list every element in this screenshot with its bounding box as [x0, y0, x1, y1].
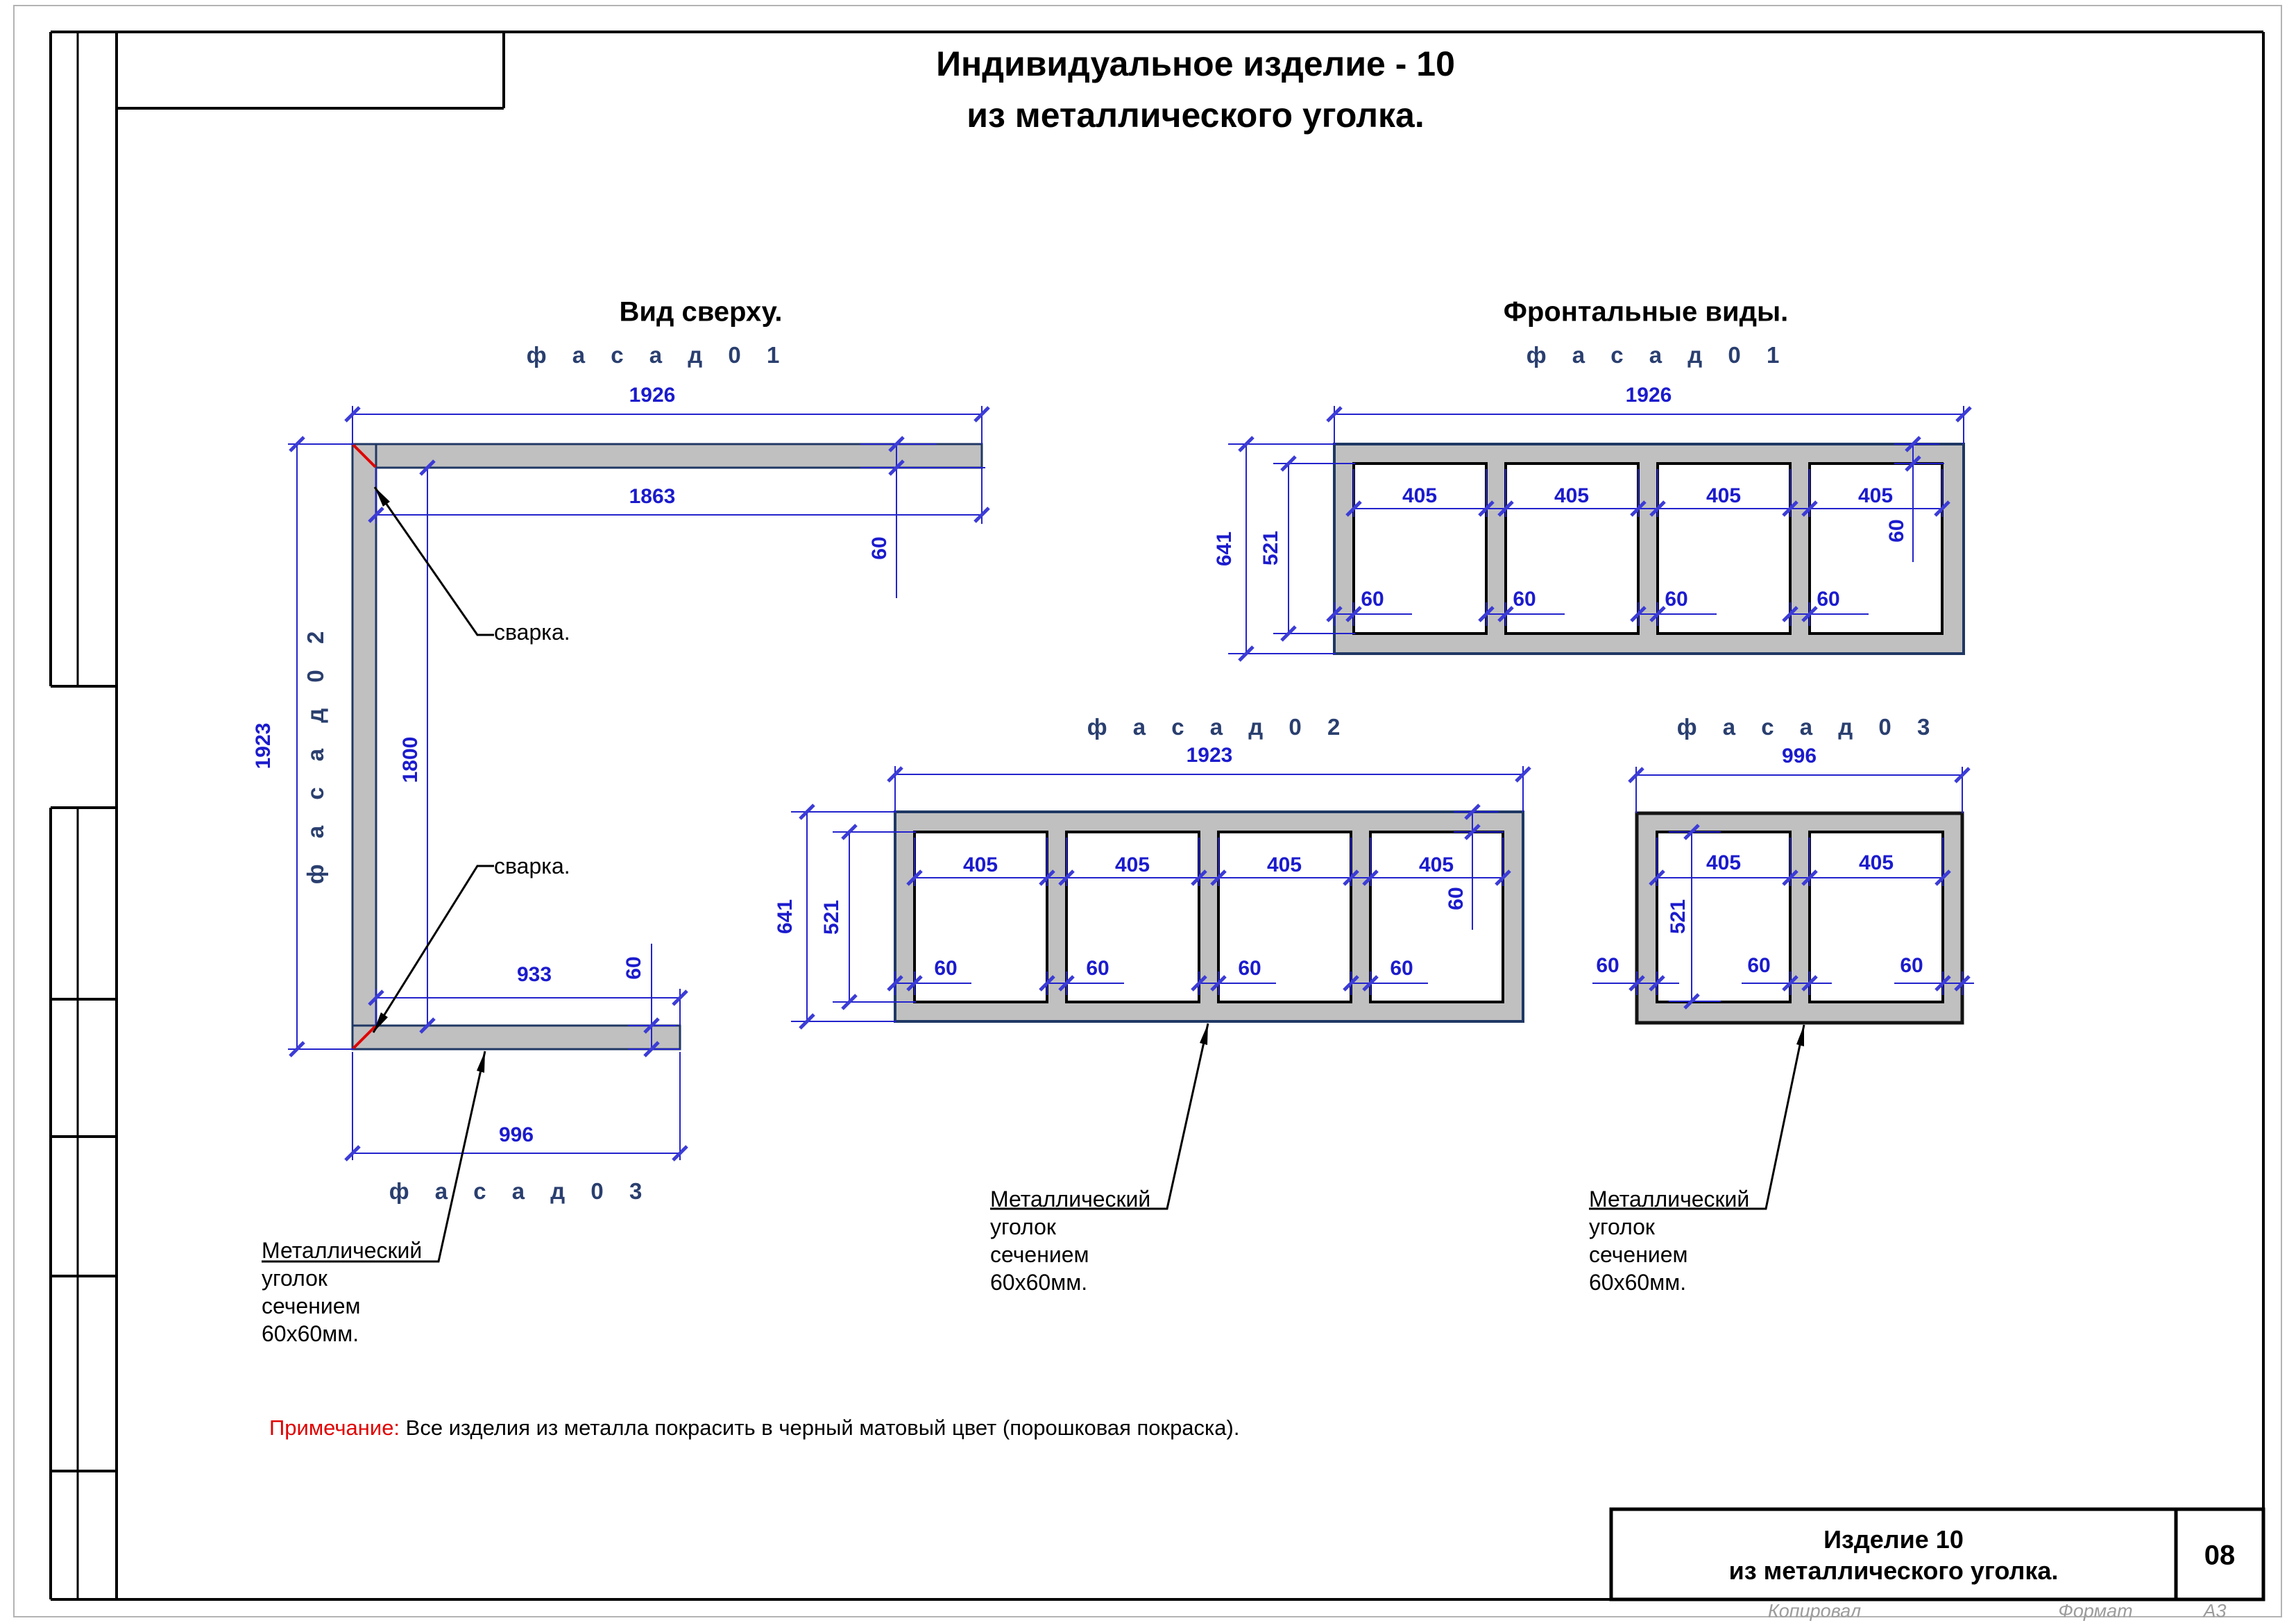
dim-f01-rail1-60: 60 — [1361, 588, 1384, 611]
dim-f02-opening3-405: 405 — [1266, 853, 1302, 876]
weld-label-bottom: сварка. — [494, 853, 570, 878]
leader-lines — [262, 486, 1805, 1263]
footnote-text: Все изделия из металла покрасить в черны… — [400, 1416, 1240, 1440]
dim-f03-rightrail-60: 60 — [1900, 954, 1923, 977]
material-note-topview: Металлический уголок сечением 60х60мм. — [262, 1237, 422, 1348]
dim-topview-inner-1863: 1863 — [629, 485, 676, 508]
dim-f03-mullion-60: 60 — [1747, 954, 1771, 977]
note-line3: сечением — [990, 1242, 1089, 1267]
dim-f02-rail3-60: 60 — [1238, 957, 1261, 980]
dim-f02-height-641: 641 — [774, 899, 797, 935]
weld-marks — [352, 443, 377, 1050]
facade01-ticks — [1238, 406, 1972, 662]
footer-format-value: А3 — [2203, 1600, 2227, 1622]
facade-label-topview-02: ф а с а д 0 2 — [303, 621, 328, 885]
note-line2: уголок — [1589, 1214, 1655, 1239]
facade-label-front-01: ф а с а д 0 1 — [1526, 342, 1789, 368]
dim-f01-rail3-60: 60 — [1665, 588, 1688, 611]
dim-f03-leftrail-60: 60 — [1596, 954, 1619, 977]
dim-f02-opening4-405: 405 — [1418, 853, 1454, 876]
note-line2: уголок — [262, 1266, 328, 1291]
dim-topview-bottom-996: 996 — [498, 1123, 534, 1146]
facade01-frame — [1333, 443, 1965, 655]
dim-f03-opening-521: 521 — [1667, 899, 1690, 935]
dim-f01-opening-521: 521 — [1259, 530, 1282, 566]
note-line2: уголок — [990, 1214, 1056, 1239]
note-line3: сечением — [1589, 1242, 1688, 1267]
dim-f01-width-1926: 1926 — [1625, 384, 1672, 407]
dim-f01-opening4-405: 405 — [1857, 484, 1894, 507]
footer-format-label: Формат — [2058, 1600, 2133, 1622]
topview-ticks — [289, 406, 990, 1162]
dim-topview-bar-60: 60 — [868, 536, 891, 560]
dim-f03-width-996: 996 — [1781, 745, 1817, 767]
material-note-facade03: Металлический уголок сечением 60х60мм. — [1589, 1185, 1749, 1296]
facade-label-topview-03: ф а с а д 0 3 — [389, 1178, 652, 1204]
footer-copied: Копировал — [1767, 1600, 1862, 1622]
material-note-facade02: Металлический уголок сечением 60х60мм. — [990, 1185, 1150, 1296]
dim-f01-opening1-405: 405 — [1402, 484, 1438, 507]
weld-label-top: сварка. — [494, 620, 570, 645]
sheet-number: 08 — [2204, 1540, 2236, 1571]
leader-arrowheads — [373, 487, 1804, 1073]
dim-f01-toprail-60: 60 — [1885, 519, 1908, 543]
page-title-line1: Индивидуальное изделие - 10 — [936, 44, 1455, 83]
title-block-line2: из металлического уголка. — [1728, 1556, 2059, 1585]
dim-f03-opening1-405: 405 — [1706, 851, 1742, 874]
dim-topview-height-1923: 1923 — [252, 722, 275, 770]
dim-f02-opening-521: 521 — [820, 899, 843, 935]
facade-label-front-02: ф а с а д 0 2 — [1087, 714, 1350, 740]
dim-f01-rail4-60: 60 — [1817, 588, 1840, 611]
note-line4: 60х60мм. — [990, 1270, 1088, 1295]
section-title-front-views: Фронтальные виды. — [1503, 296, 1789, 328]
facade02-ticks — [799, 766, 1531, 1030]
facade03-ticks — [1628, 767, 1971, 1010]
note-line1: Металлический — [990, 1187, 1151, 1212]
facade-label-front-03: ф а с а д 0 3 — [1676, 714, 1940, 740]
dim-f02-rail1-60: 60 — [934, 957, 958, 980]
note-line3: сечением — [262, 1293, 361, 1318]
footnote-label: Примечание: — [269, 1416, 400, 1440]
facade-label-topview-01: ф а с а д 0 1 — [526, 342, 790, 368]
dim-f01-opening2-405: 405 — [1554, 484, 1590, 507]
note-line1: Металлический — [262, 1238, 423, 1263]
title-block-box — [1609, 1507, 2265, 1601]
dim-topview-bottombar-60: 60 — [622, 956, 645, 980]
page-title-line2: из металлического уголка. — [967, 96, 1425, 135]
note-line1: Металлический — [1589, 1187, 1750, 1212]
section-title-top-view: Вид сверху. — [619, 296, 783, 328]
dim-topview-width-1926: 1926 — [629, 384, 676, 407]
dim-f01-height-641: 641 — [1213, 531, 1236, 567]
dim-f02-rail2-60: 60 — [1086, 957, 1109, 980]
dim-f02-width-1923: 1923 — [1186, 744, 1233, 767]
title-block-line1: Изделие 10 — [1823, 1525, 1964, 1554]
sheet-border — [13, 5, 2282, 1617]
note-line4: 60х60мм. — [1589, 1270, 1687, 1295]
drawing-frame — [49, 31, 2265, 1601]
top-view-bars — [351, 443, 983, 1051]
dim-f01-rail2-60: 60 — [1513, 588, 1536, 611]
dim-f03-opening2-405: 405 — [1858, 851, 1894, 874]
dim-f01-opening3-405: 405 — [1706, 484, 1742, 507]
footnote: Примечание: Все изделия из металла покра… — [269, 1416, 1239, 1441]
dim-topview-bottom-933: 933 — [516, 963, 552, 986]
dim-topview-inner-1800: 1800 — [399, 736, 422, 783]
facade02-frame — [894, 810, 1524, 1023]
dim-f02-toprail-60: 60 — [1445, 887, 1468, 910]
dim-f02-opening1-405: 405 — [962, 853, 998, 876]
note-line4: 60х60мм. — [262, 1321, 359, 1346]
dim-f02-rail4-60: 60 — [1390, 957, 1413, 980]
dim-f02-opening2-405: 405 — [1114, 853, 1150, 876]
